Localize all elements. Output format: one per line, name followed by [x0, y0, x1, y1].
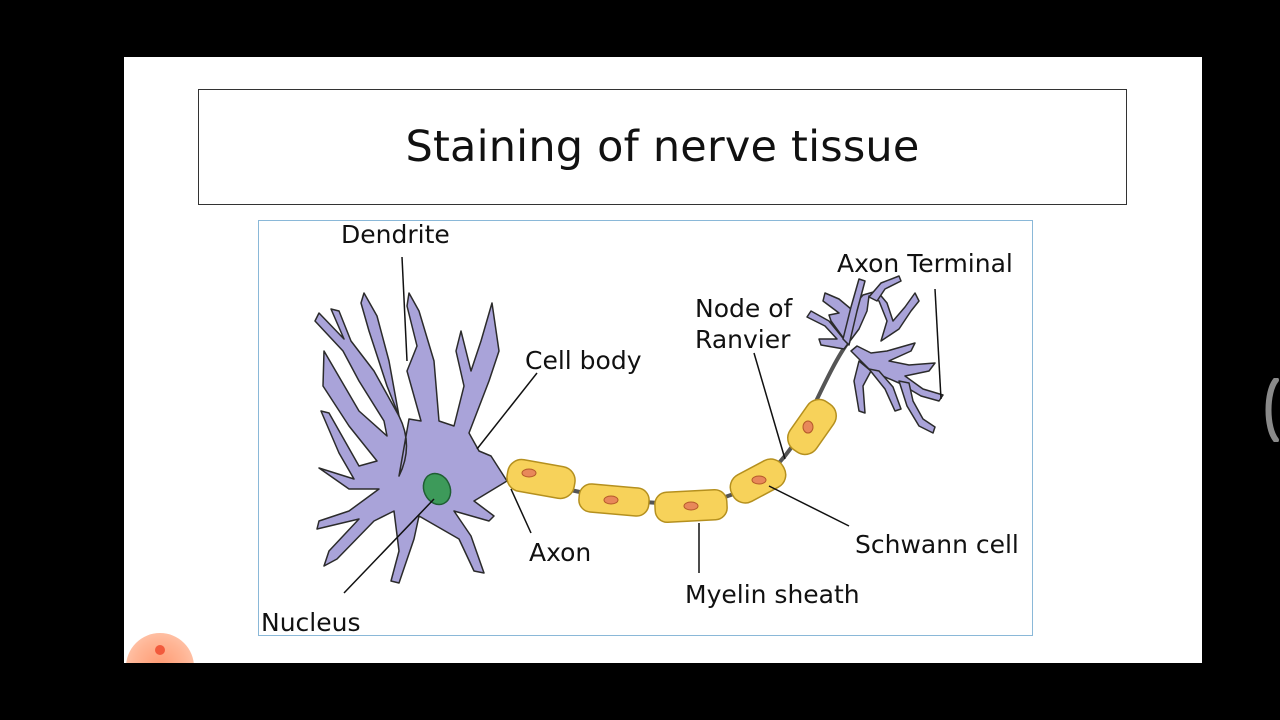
nucleus-shape	[422, 472, 452, 506]
neuron-svg: Dendrite Cell body Nucleus Axon Node of …	[261, 221, 1019, 637]
label-node-of-ranvier-2: Ranvier	[695, 325, 791, 354]
handle-icon	[1265, 377, 1279, 443]
slide-title: Staining of nerve tissue	[405, 122, 920, 172]
neuron-diagram: Dendrite Cell body Nucleus Axon Node of …	[258, 220, 1033, 637]
side-handle[interactable]	[1262, 377, 1280, 443]
label-myelin-sheath: Myelin sheath	[685, 580, 860, 609]
label-cell-body: Cell body	[525, 346, 642, 375]
record-dot	[155, 645, 165, 655]
slide: Staining of nerve tissue	[124, 57, 1202, 663]
label-nucleus: Nucleus	[261, 608, 361, 637]
leader-lines	[343, 256, 942, 594]
label-schwann-cell: Schwann cell	[855, 530, 1019, 559]
label-dendrite: Dendrite	[341, 221, 450, 249]
label-axon-terminal: Axon Terminal	[837, 249, 1013, 278]
axon-terminal-shape	[806, 275, 944, 434]
schwann-nuclei	[521, 420, 814, 511]
label-node-of-ranvier-1: Node of	[695, 294, 793, 323]
schwann-cell-1	[506, 458, 576, 500]
title-box: Staining of nerve tissue	[198, 89, 1127, 205]
myelin-segments	[506, 398, 837, 524]
label-axon: Axon	[529, 538, 591, 567]
record-button[interactable]	[126, 633, 194, 663]
cell-body-shape	[314, 292, 508, 584]
